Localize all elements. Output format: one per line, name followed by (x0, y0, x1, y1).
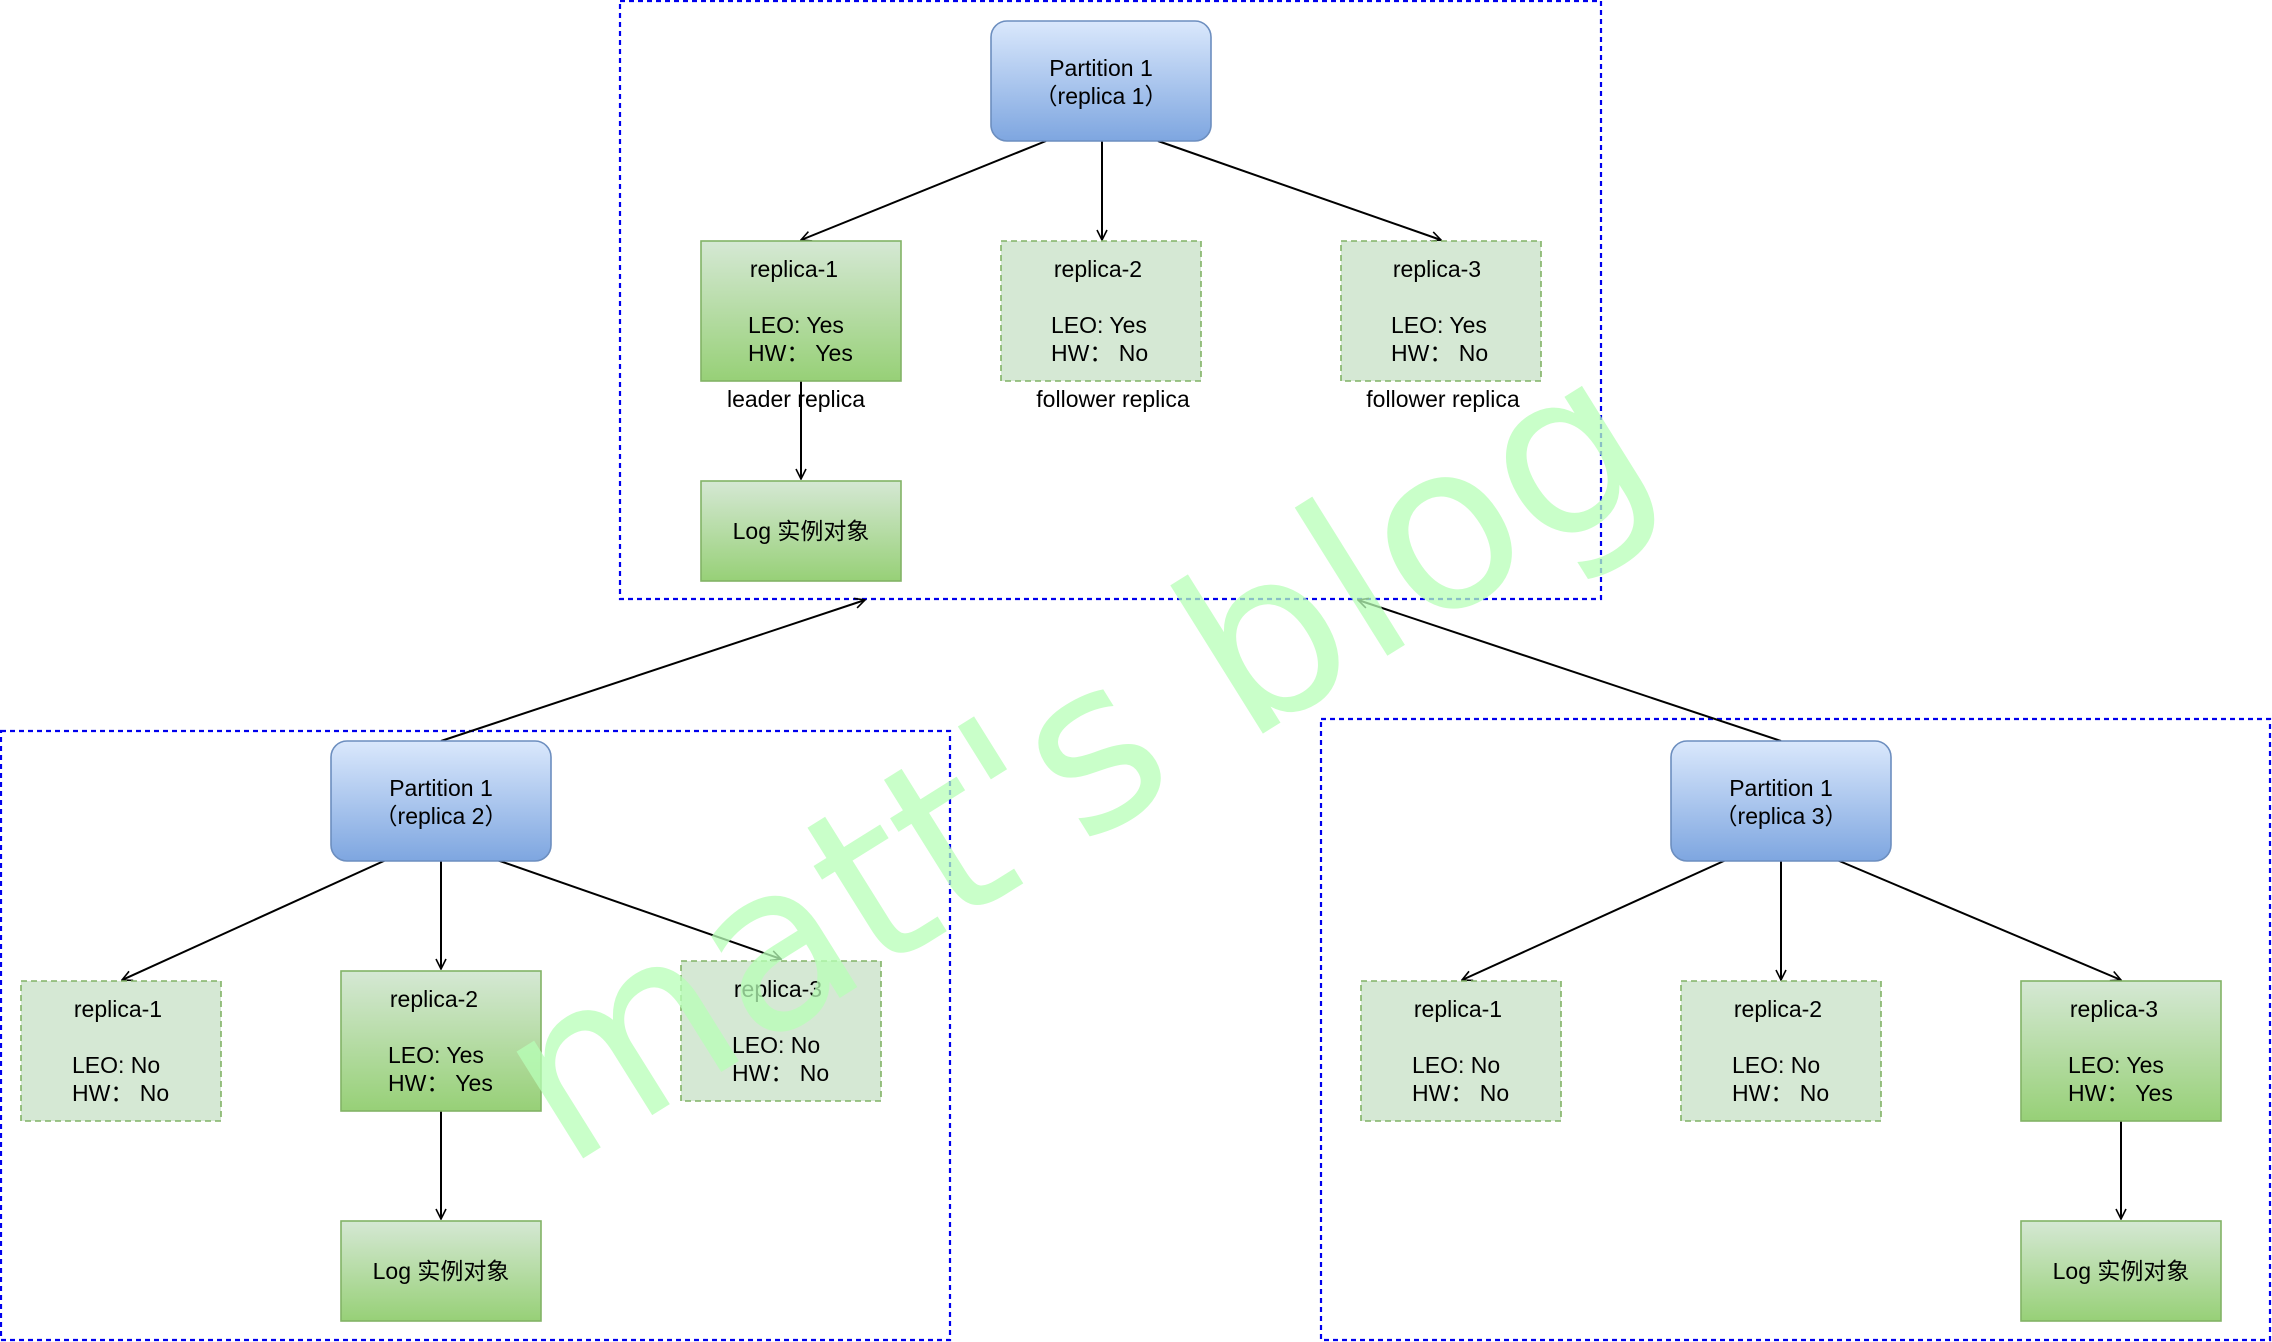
group-box-replica-3 (1319, 717, 2272, 1342)
replica-node-g2-replica-3: replica-3 LEO: No HW： No (680, 960, 882, 1102)
partition-node-replica-3: Partition 1 （replica 3） (1670, 740, 1892, 862)
replica-hw: HW： No (72, 1080, 169, 1106)
replica-hw: HW： Yes (388, 1070, 493, 1096)
edge-p3-to-replica-1 (1462, 859, 1727, 980)
group-box-replica-2 (0, 729, 952, 1342)
replica-name: replica-2 (1054, 256, 1142, 282)
log-node-g3: Log 实例对象 (2020, 1220, 2222, 1322)
replica-hw: HW： No (1051, 340, 1148, 366)
replica-name: replica-1 (1414, 996, 1502, 1022)
replica-node-g1-replica-2: replica-2 LEO: Yes HW： No (1000, 240, 1202, 382)
partition-title: Partition 1 (389, 775, 493, 801)
replica-hw: HW： No (1732, 1080, 1829, 1106)
partition-subtitle: （replica 1） (1035, 83, 1168, 109)
replica-name: replica-3 (1393, 256, 1481, 282)
partition-title: Partition 1 (1729, 775, 1833, 801)
replica-node-g1-replica-1: replica-1 LEO: Yes HW： Yes (700, 240, 902, 382)
replica-name: replica-1 (750, 256, 838, 282)
edge-p3-to-replica-3 (1836, 859, 2121, 980)
partition-subtitle: （replica 2） (375, 803, 508, 829)
replica-node-g3-replica-1: replica-1 LEO: No HW： No (1360, 980, 1562, 1122)
log-label: Log 实例对象 (373, 1258, 510, 1284)
replica-node-g2-replica-2: replica-2 LEO: Yes HW： Yes (340, 970, 542, 1112)
replica-role-caption: leader replica (727, 386, 865, 412)
replica-leo: LEO: No (1732, 1052, 1820, 1078)
replica-node-g1-replica-3: replica-3 LEO: Yes HW： No (1340, 240, 1542, 382)
replica-leo: LEO: Yes (388, 1042, 484, 1068)
partition-node-replica-1: Partition 1 （replica 1） (990, 20, 1212, 142)
partition-title: Partition 1 (1049, 55, 1153, 81)
replica-name: replica-3 (2070, 996, 2158, 1022)
edge-p2-to-replica-1 (122, 859, 387, 980)
replica-leo: LEO: No (1412, 1052, 1500, 1078)
replica-node-g3-replica-2: replica-2 LEO: No HW： No (1680, 980, 1882, 1122)
edge-p2-to-group-1 (440, 600, 865, 742)
edge-p1-to-replica-3 (1157, 140, 1441, 240)
edge-p1-to-replica-1 (801, 140, 1047, 240)
log-node-g2: Log 实例对象 (340, 1220, 542, 1322)
edge-p2-to-replica-3 (496, 859, 781, 959)
log-label: Log 实例对象 (2053, 1258, 2190, 1284)
replica-leo: LEO: Yes (2068, 1052, 2164, 1078)
replica-leo: LEO: Yes (1051, 312, 1147, 338)
replica-hw: HW： No (1391, 340, 1488, 366)
log-label: Log 实例对象 (733, 518, 870, 544)
replica-name: replica-2 (390, 986, 478, 1012)
log-node-g1: Log 实例对象 (700, 480, 902, 582)
partition-subtitle: （replica 3） (1715, 803, 1848, 829)
edge-p3-to-group-1 (1358, 600, 1782, 742)
replica-name: replica-1 (74, 996, 162, 1022)
replica-node-g3-replica-3: replica-3 LEO: Yes HW： Yes (2020, 980, 2222, 1122)
replica-hw: HW： No (732, 1060, 829, 1086)
replica-node-g2-replica-1: replica-1 LEO: No HW： No (20, 980, 222, 1122)
replica-leo: LEO: No (72, 1052, 160, 1078)
partition-node-replica-2: Partition 1 （replica 2） (330, 740, 552, 862)
replica-role-caption: follower replica (1366, 386, 1520, 412)
replica-leo: LEO: Yes (1391, 312, 1487, 338)
replica-leo: LEO: Yes (748, 312, 844, 338)
replica-name: replica-3 (734, 976, 822, 1002)
replica-role-caption: follower replica (1036, 386, 1190, 412)
replica-name: replica-2 (1734, 996, 1822, 1022)
replica-hw: HW： Yes (748, 340, 853, 366)
replica-hw: HW： Yes (2068, 1080, 2173, 1106)
group-box-replica-1 (618, 0, 1603, 601)
replica-leo: LEO: No (732, 1032, 820, 1058)
replica-hw: HW： No (1412, 1080, 1509, 1106)
